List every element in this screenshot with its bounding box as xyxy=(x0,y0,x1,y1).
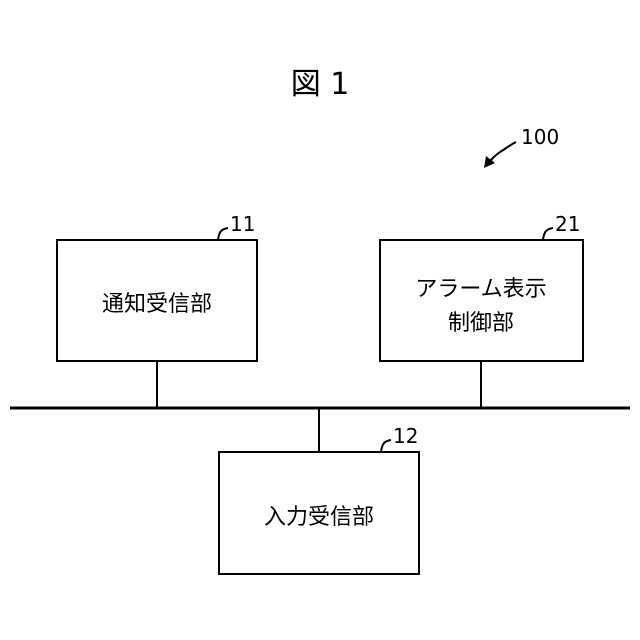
alarm-display-control-label-line1: アラーム表示 xyxy=(415,277,546,302)
system-ref-label: 100 xyxy=(521,125,559,149)
alarm-display-control-label-line2: 制御部 xyxy=(448,311,514,336)
input-receiver-leader xyxy=(381,440,391,452)
input-receiver-ref: 12 xyxy=(393,424,418,448)
notification-receiver-leader xyxy=(218,228,228,240)
figure-title: 図 1 xyxy=(291,67,350,102)
alarm-display-control-ref: 21 xyxy=(555,212,580,236)
input-receiver-block: 入力受信部 xyxy=(219,452,419,574)
alarm-display-control-block: アラーム表示 制御部 xyxy=(380,240,583,361)
input-receiver-label: 入力受信部 xyxy=(264,505,374,530)
alarm-display-control-leader xyxy=(543,228,553,240)
system-ref-arrow xyxy=(484,142,516,168)
notification-receiver-block: 通知受信部 xyxy=(57,240,257,361)
notification-receiver-ref: 11 xyxy=(230,212,255,236)
notification-receiver-label: 通知受信部 xyxy=(102,292,212,317)
